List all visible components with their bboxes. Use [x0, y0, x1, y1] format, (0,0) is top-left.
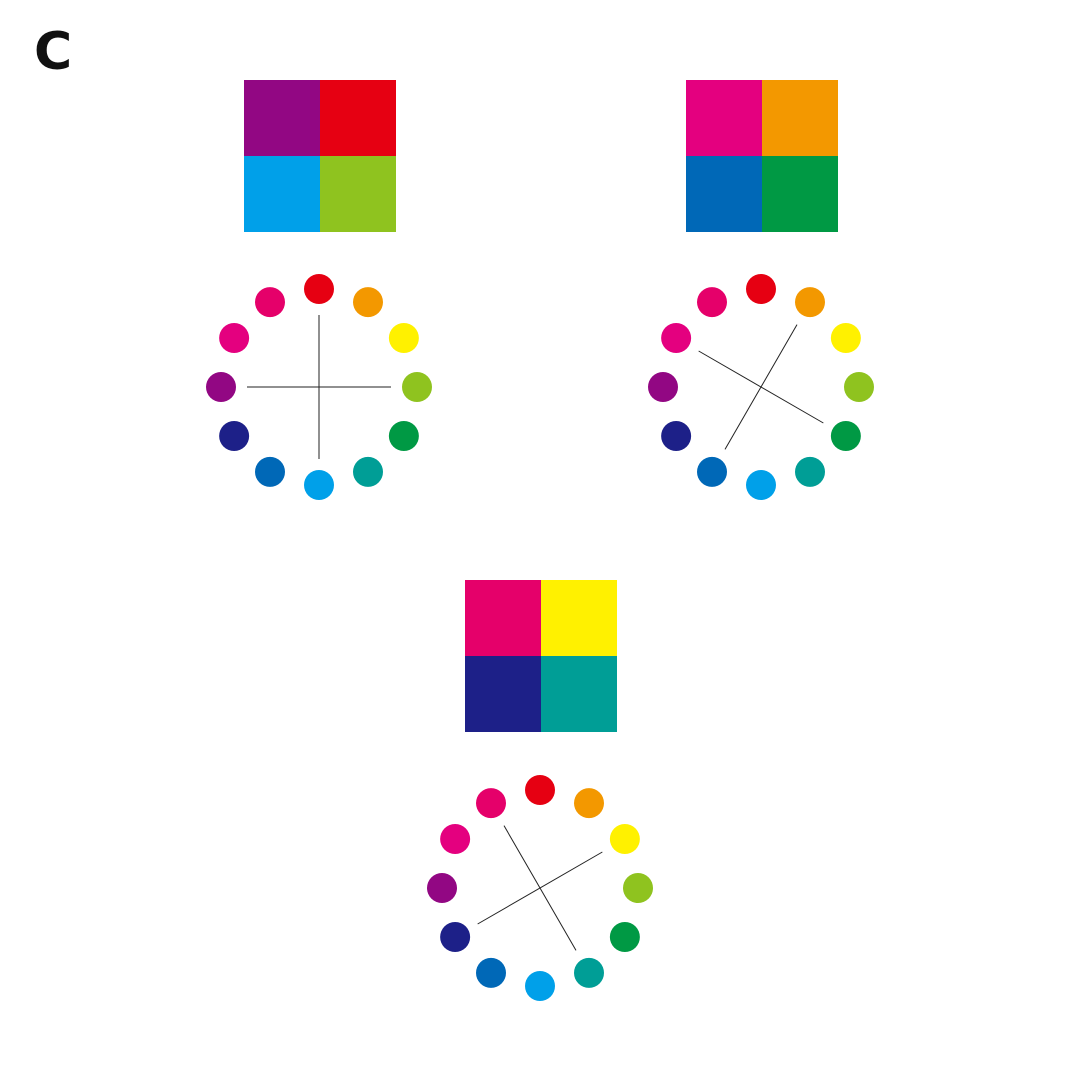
- wheel-color-dot: [574, 788, 604, 819]
- wheel-color-dot: [402, 372, 432, 402]
- wheel-color-dot: [255, 456, 285, 487]
- wheel-color-dot: [388, 323, 419, 353]
- wheel-color-dot: [255, 287, 285, 318]
- wheel-color-dot: [353, 287, 383, 318]
- wheel-color-dot: [353, 456, 383, 487]
- color-wheel-1: [206, 274, 432, 500]
- wheel-color-dot: [304, 470, 334, 500]
- wheel-color-dot: [746, 274, 776, 304]
- wheel-color-dot: [206, 372, 236, 402]
- wheel-color-dot: [304, 274, 334, 304]
- wheel-color-dot: [388, 421, 419, 451]
- wheel-color-dot: [609, 824, 640, 854]
- wheel-color-dot: [476, 788, 506, 819]
- swatch-bottom-left: [465, 656, 541, 732]
- swatch-bottom-left: [244, 156, 320, 232]
- wheel-color-dot: [746, 470, 776, 500]
- swatch-top-right: [541, 580, 617, 656]
- swatch-bottom-right: [762, 156, 838, 232]
- wheel-color-dot: [440, 824, 471, 854]
- swatch-top-right: [320, 80, 396, 156]
- color-swatch-block-2: [686, 80, 838, 232]
- color-swatch-block-3: [465, 580, 617, 732]
- color-swatch-block-1: [244, 80, 396, 232]
- wheel-color-dot: [219, 421, 250, 451]
- wheel-color-dot: [697, 456, 727, 487]
- wheel-color-dot: [440, 922, 471, 952]
- swatch-top-left: [465, 580, 541, 656]
- color-wheel-2: [648, 274, 874, 500]
- wheel-color-dot: [525, 971, 555, 1001]
- wheel-color-dot: [476, 957, 506, 988]
- connection-line: [503, 825, 577, 951]
- wheel-color-dot: [648, 372, 678, 402]
- wheel-color-dot: [525, 775, 555, 805]
- swatch-top-left: [244, 80, 320, 156]
- swatch-bottom-left: [686, 156, 762, 232]
- wheel-color-dot: [844, 372, 874, 402]
- swatch-bottom-right: [541, 656, 617, 732]
- wheel-color-dot: [623, 873, 653, 903]
- wheel-color-dot: [795, 456, 825, 487]
- swatch-bottom-right: [320, 156, 396, 232]
- wheel-color-dot: [574, 957, 604, 988]
- wheel-color-dot: [427, 873, 457, 903]
- wheel-color-dot: [830, 421, 861, 451]
- wheel-color-dot: [609, 922, 640, 952]
- swatch-top-left: [686, 80, 762, 156]
- wheel-color-dot: [795, 287, 825, 318]
- wheel-color-dot: [830, 323, 861, 353]
- connection-line: [698, 350, 824, 424]
- wheel-color-dot: [697, 287, 727, 318]
- swatch-top-right: [762, 80, 838, 156]
- wheel-color-dot: [661, 323, 692, 353]
- color-wheel-3: [427, 775, 653, 1001]
- wheel-color-dot: [661, 421, 692, 451]
- figure-label: C: [34, 22, 73, 82]
- wheel-color-dot: [219, 323, 250, 353]
